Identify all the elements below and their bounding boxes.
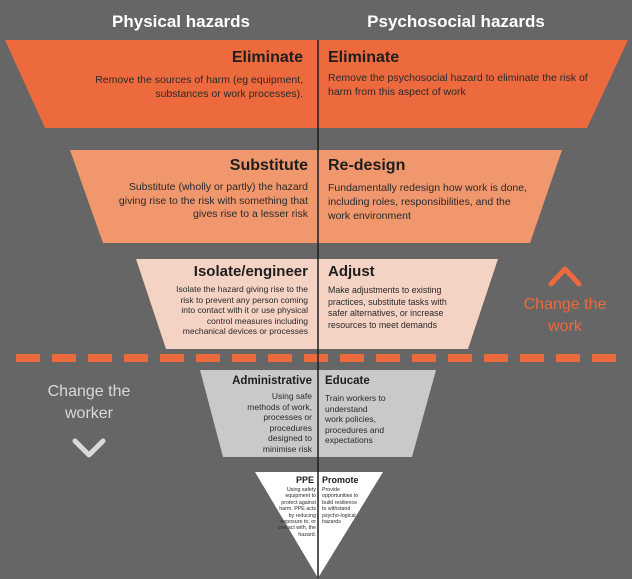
level-5-psychosocial-desc: Provide opportunities to build resilienc…	[322, 487, 359, 526]
level-4-physical-desc: Using safe methods of work, processes or…	[247, 391, 312, 454]
level-3-band	[136, 259, 498, 349]
level-5-physical-title: PPE	[295, 475, 314, 485]
level-4-psychosocial-title: Educate	[325, 375, 370, 387]
level-1-psychosocial-desc: Remove the psychosocial hazard to elimin…	[328, 72, 588, 98]
level-5-physical-desc: Using safety equipment to protect agains…	[277, 487, 316, 538]
level-1-band	[5, 40, 628, 128]
level-2-psychosocial-desc: Fundamentally redesign how work is done,…	[328, 182, 528, 222]
level-3-psychosocial-title: Adjust	[328, 263, 375, 280]
change-the-worker-label: Change the worker	[47, 383, 131, 422]
chevron-down-icon	[72, 438, 106, 458]
level-2-physical-title: Substitute	[229, 157, 308, 174]
chevron-up-icon	[548, 266, 582, 287]
level-3-physical-desc: Isolate the hazard giving rise to the ri…	[176, 284, 308, 336]
psychosocial-hazards-header: Psychosocial hazards	[367, 12, 545, 31]
level-2-psychosocial-title: Re-design	[328, 157, 406, 174]
level-3-physical-title: Isolate/engineer	[193, 263, 308, 280]
level-2-band	[70, 150, 562, 243]
level-5-band	[255, 472, 383, 578]
level-2-physical-desc: Substitute (wholly or partly) the hazard…	[118, 181, 308, 220]
change-the-work-label: Change the work	[523, 296, 607, 335]
level-1-psychosocial-title: Eliminate	[328, 49, 400, 66]
level-1-physical-title: Eliminate	[231, 49, 303, 66]
level-3-psychosocial-desc: Make adjustments to existing practices, …	[328, 285, 447, 330]
level-5-psychosocial-title: Promote	[322, 475, 359, 485]
level-1-physical-desc: Remove the sources of harm (eg equipment…	[95, 74, 303, 100]
level-4-physical-title: Administrative	[232, 375, 312, 387]
level-4-psychosocial-desc: Train workers to understand work policie…	[325, 393, 386, 445]
physical-hazards-header: Physical hazards	[112, 12, 250, 31]
